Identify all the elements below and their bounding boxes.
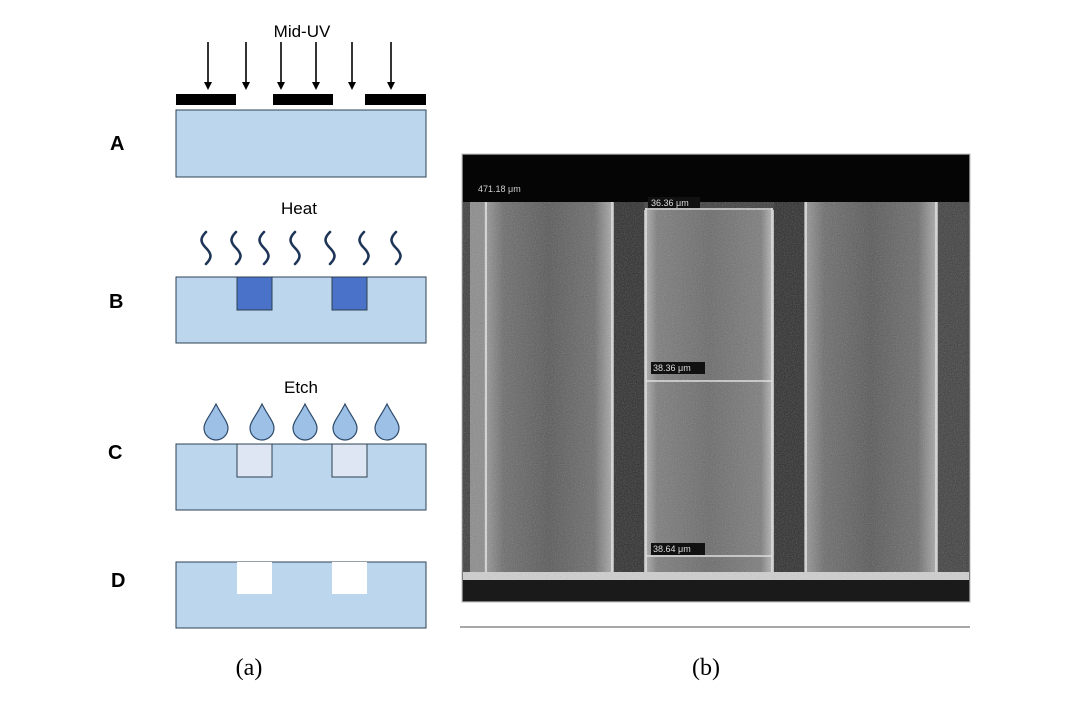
step-d: D	[111, 561, 427, 629]
panel-a-caption: (a)	[236, 655, 263, 681]
step-letter: D	[111, 570, 125, 592]
etched-region	[236, 443, 273, 478]
sem-top-band	[463, 155, 969, 202]
droplet-icon	[292, 402, 318, 441]
substrate	[175, 276, 427, 344]
mask-bar	[176, 94, 236, 105]
sem-label-bg	[651, 362, 705, 374]
process-label-etch: Etch	[284, 378, 318, 397]
heat-wave-icon	[324, 230, 336, 266]
etched-void	[332, 562, 367, 594]
heat-wave-icon	[390, 230, 402, 266]
sem-label-measure-bottom: 38.64 μm	[653, 544, 691, 554]
step-b: B Heat	[109, 199, 427, 344]
step-c: C Etch	[108, 378, 427, 511]
heat-wave-icon	[230, 230, 242, 266]
heat-waves	[200, 230, 402, 266]
etch-droplets	[203, 402, 400, 441]
heat-wave-icon	[258, 230, 270, 266]
substrate	[175, 443, 427, 511]
heat-wave-icon	[200, 230, 212, 266]
mask-bar	[273, 94, 333, 105]
step-letter: C	[108, 442, 122, 464]
heat-wave-icon	[289, 230, 301, 266]
sem-label-bg	[648, 197, 700, 208]
droplet-icon	[203, 402, 229, 441]
exposed-region	[331, 276, 368, 311]
sem-base	[463, 580, 969, 601]
step-letter: A	[110, 133, 124, 155]
etched-region	[331, 443, 368, 478]
heat-wave-icon	[358, 230, 370, 266]
sem-label-measure-mid: 38.36 μm	[653, 363, 691, 373]
droplet-icon	[374, 402, 400, 441]
uv-arrows	[204, 42, 395, 90]
exposed-region	[236, 276, 273, 311]
process-label-mid-uv: Mid-UV	[274, 22, 331, 41]
step-letter: B	[109, 291, 123, 313]
sem-texture	[463, 202, 969, 580]
sem-label-measure-top: 36.36 μm	[651, 198, 689, 208]
substrate	[175, 561, 427, 629]
substrate	[175, 109, 427, 178]
sem-label-bg	[651, 543, 705, 555]
panel-b-caption: (b)	[692, 655, 720, 681]
droplet-icon	[332, 402, 358, 441]
sem-image: 471.18 μm 36.36 μm 38.36 μm 38.64 μm	[461, 153, 971, 603]
sem-label-scale: 471.18 μm	[478, 184, 521, 194]
panel-b: 471.18 μm 36.36 μm 38.36 μm 38.64 μm (b)	[460, 153, 971, 681]
mask-bar	[365, 94, 426, 105]
panel-a: A Mid-UV B Heat	[108, 22, 427, 681]
step-a: A Mid-UV	[110, 22, 427, 178]
process-label-heat: Heat	[281, 199, 317, 218]
droplet-icon	[249, 402, 275, 441]
etched-void	[237, 562, 272, 594]
photomask	[176, 94, 426, 105]
